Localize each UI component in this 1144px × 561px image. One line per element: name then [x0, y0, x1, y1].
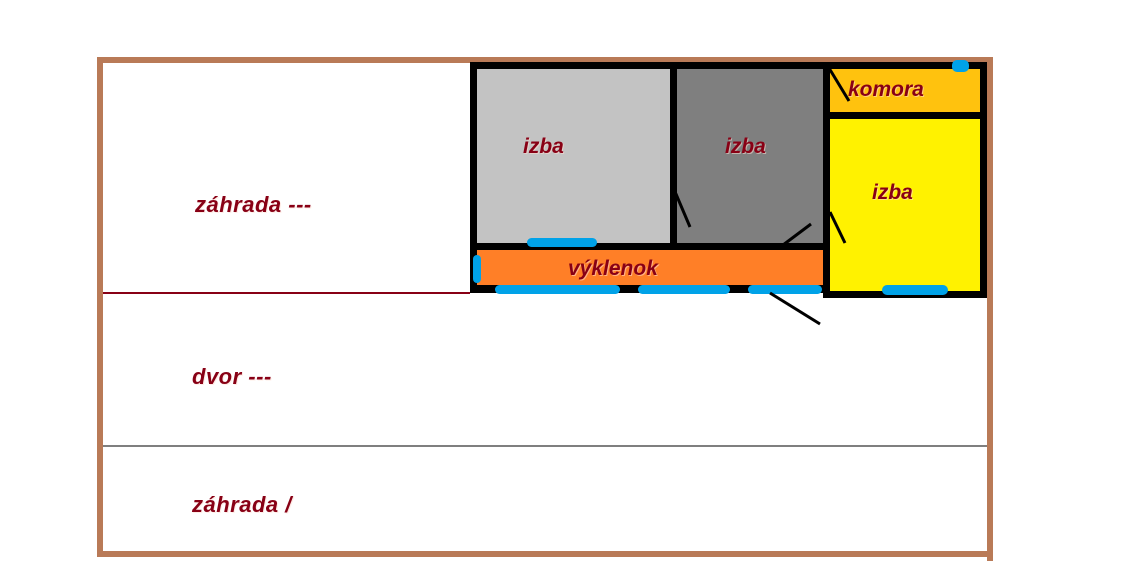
alcove-label: výklenok	[568, 257, 658, 280]
room-middle-label: izba	[725, 135, 766, 158]
window-mark-alcove-bottom-3	[748, 285, 822, 294]
room-left-label: izba	[523, 135, 564, 158]
pantry-label: komora	[848, 78, 924, 101]
pantry-room	[830, 69, 980, 112]
alcove-room	[477, 250, 823, 285]
room-middle	[677, 69, 823, 243]
window-mark-alcove-bottom-2	[638, 285, 730, 294]
window-mark-room-left-bottom	[527, 238, 597, 247]
room-left	[477, 69, 670, 243]
garden-yard-divider-line	[103, 292, 471, 294]
window-mark-alcove-left	[473, 255, 481, 283]
window-mark-pantry-top	[952, 60, 969, 72]
yard-label: dvor ---	[192, 364, 272, 389]
house-floor-plan	[470, 60, 987, 298]
yard-garden-divider-line	[103, 445, 987, 447]
property-boundary-tail	[987, 553, 993, 561]
alcove-outer-gap	[470, 293, 823, 298]
room-right-label: izba	[872, 181, 913, 204]
property-boundary-rectangle	[97, 57, 993, 557]
window-mark-alcove-bottom-1	[495, 285, 620, 294]
garden-bottom-label: záhrada /	[192, 492, 292, 517]
garden-top-label: záhrada ---	[195, 192, 312, 217]
window-mark-room-right-bottom	[882, 285, 948, 295]
room-right	[830, 119, 980, 291]
